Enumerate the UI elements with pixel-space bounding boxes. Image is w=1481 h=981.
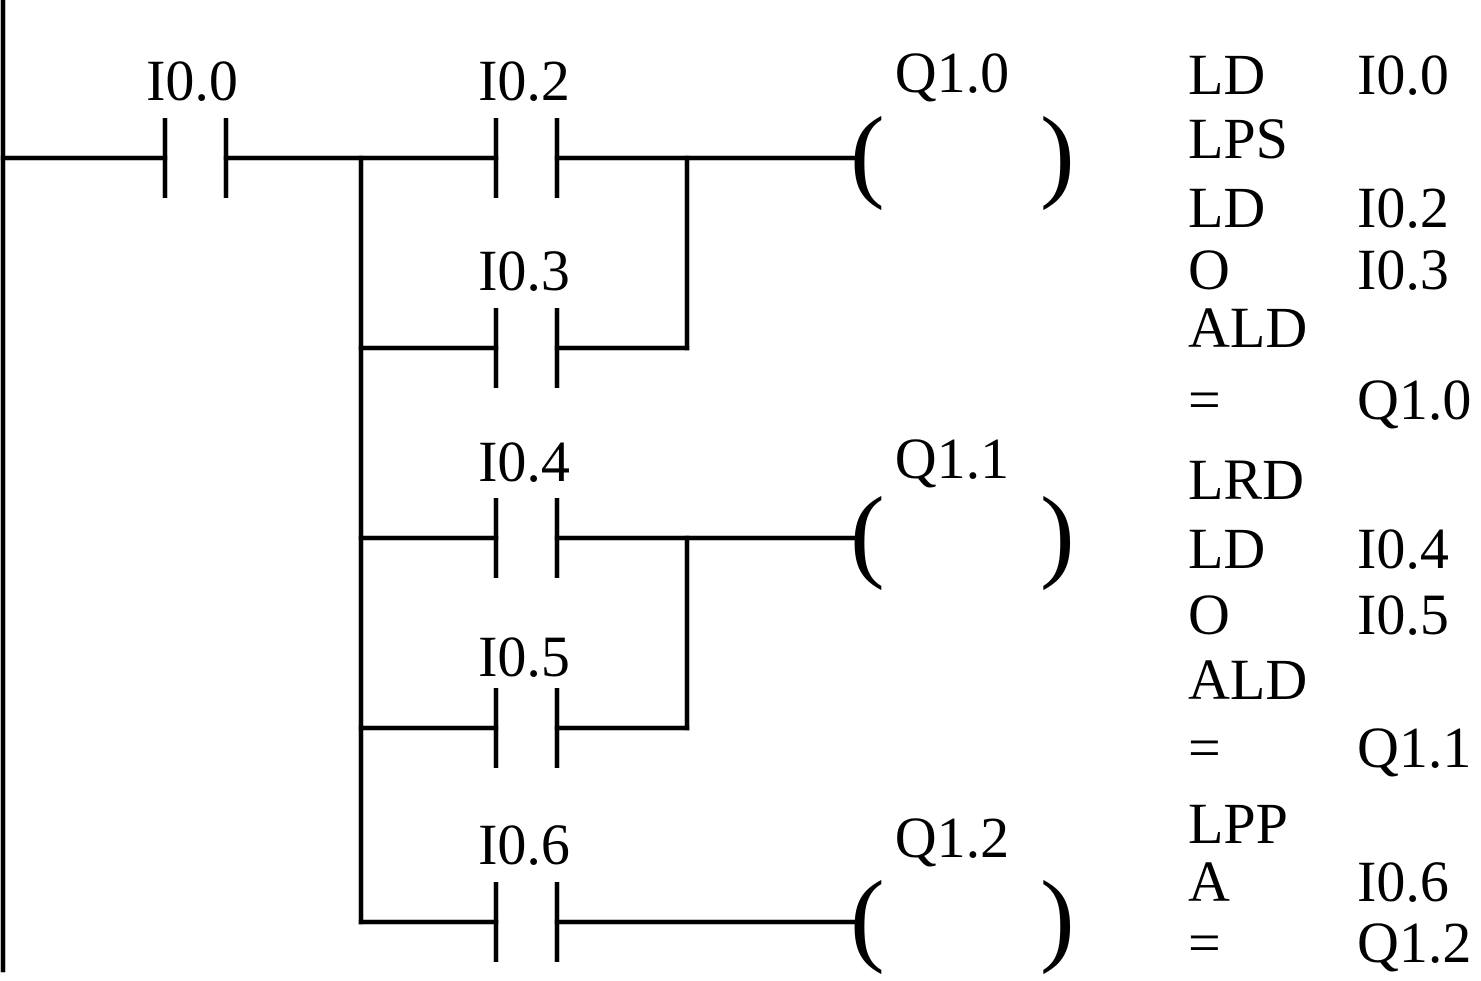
coil-q11-open: ( <box>850 476 885 591</box>
label-i05: I0.5 <box>478 624 570 689</box>
stl-op: LPS <box>1188 106 1288 171</box>
label-i06: I0.6 <box>478 812 570 877</box>
stl-op: LD <box>1188 175 1265 240</box>
stl-op: ALD <box>1188 647 1307 712</box>
statement-list: LD I0.0 LPS LD I0.2 O I0.3 ALD = Q1.0 LR… <box>1188 42 1471 975</box>
coil-q12-close: ) <box>1040 860 1075 975</box>
coil-q10-close: ) <box>1040 96 1075 211</box>
label-i04: I0.4 <box>478 429 570 494</box>
stl-operand: I0.2 <box>1357 175 1449 240</box>
stl-operand: Q1.2 <box>1357 910 1471 975</box>
stl-operand: I0.3 <box>1357 237 1449 302</box>
stl-op: = <box>1188 910 1221 975</box>
label-q11: Q1.1 <box>895 426 1009 491</box>
stl-op: LD <box>1188 42 1265 107</box>
stl-operand: Q1.0 <box>1357 367 1471 432</box>
stl-op: LRD <box>1188 447 1304 512</box>
stl-operand: I0.6 <box>1357 849 1449 914</box>
stl-op: ALD <box>1188 295 1307 360</box>
coil-q10-open: ( <box>850 96 885 211</box>
coil-q11-close: ) <box>1040 476 1075 591</box>
stl-operand: I0.5 <box>1357 582 1449 647</box>
stl-op: A <box>1188 849 1230 914</box>
stl-op: = <box>1188 367 1221 432</box>
stl-operand: I0.0 <box>1357 42 1449 107</box>
coil-q12-open: ( <box>850 860 885 975</box>
label-q12: Q1.2 <box>895 805 1009 870</box>
stl-operand: I0.4 <box>1357 516 1449 581</box>
stl-op: LD <box>1188 516 1265 581</box>
stl-op: LPP <box>1188 791 1288 856</box>
stl-operand: Q1.1 <box>1357 715 1471 780</box>
label-i02: I0.2 <box>478 48 570 113</box>
label-i00: I0.0 <box>146 48 238 113</box>
stl-op: = <box>1188 715 1221 780</box>
stl-op: O <box>1188 582 1230 647</box>
label-q10: Q1.0 <box>895 40 1009 105</box>
label-i03: I0.3 <box>478 238 570 303</box>
stl-op: O <box>1188 237 1230 302</box>
